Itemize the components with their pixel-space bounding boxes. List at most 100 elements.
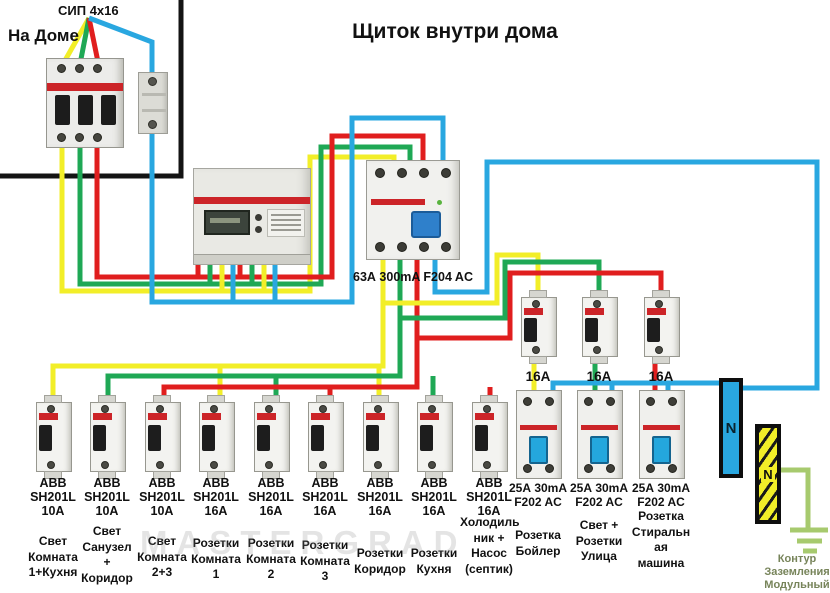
rcd-f202 — [577, 390, 623, 479]
barcode — [271, 229, 301, 231]
din-clip — [44, 471, 62, 479]
brand-stripe — [93, 413, 112, 420]
wire — [149, 115, 446, 305]
breaker-toggle — [366, 425, 379, 451]
terminal-screw — [441, 168, 451, 178]
din-clip — [153, 471, 171, 479]
brand-stripe — [39, 413, 58, 420]
circuit-breaker — [36, 395, 72, 479]
breaker-toggle — [148, 425, 161, 451]
outside-area-label: На Доме — [8, 26, 79, 45]
label-line — [271, 214, 301, 216]
brand-stripe — [202, 413, 221, 420]
meter-display — [204, 210, 250, 235]
circuit-breaker — [521, 290, 557, 364]
rcd-circuit-label: Розетка Бойлер — [515, 528, 561, 558]
breaker-toggle — [93, 425, 106, 451]
din-clip — [262, 471, 280, 479]
brand-stripe — [643, 425, 680, 430]
breaker-toggle — [202, 425, 215, 451]
sub-breaker-label: 16А — [525, 369, 551, 384]
din-clip — [207, 471, 225, 479]
rcd-toggle — [411, 211, 441, 238]
breaker-toggle — [420, 425, 433, 451]
breaker-circuit-label: Свет Санузел + Коридор — [81, 524, 133, 585]
din-clip — [480, 471, 498, 479]
terminal-screw — [483, 405, 491, 413]
terminal-screw — [47, 461, 55, 469]
terminal-screw — [319, 405, 327, 413]
terminal-screw — [655, 346, 663, 354]
terminal-screw — [375, 168, 385, 178]
brand-stripe — [371, 199, 425, 205]
din-clip — [371, 471, 389, 479]
terminal-screw — [148, 77, 157, 86]
main-rcd-label: 63А 300mA F204 AC — [353, 270, 473, 284]
din-clip — [529, 356, 547, 364]
terminal-screw — [668, 464, 677, 473]
terminal-screw — [545, 464, 554, 473]
rcd-circuit-label: Свет + Розетки Улица — [575, 518, 623, 563]
din-clip — [316, 471, 334, 479]
din-clip — [316, 395, 334, 403]
circuit-breaker — [90, 395, 126, 479]
breaker-circuit-label: Розетки Коридор — [354, 546, 406, 576]
ground-caption: Контур Заземления Модульный — [764, 553, 830, 591]
circuit-breaker — [308, 395, 344, 479]
circuit-breaker — [145, 395, 181, 479]
rcd-f202 — [516, 390, 562, 479]
terminal-screw — [148, 120, 157, 129]
brand-stripe — [420, 413, 439, 420]
circuit-breaker — [472, 395, 508, 479]
din-clip — [98, 471, 116, 479]
breaker-circuit-label: Розетки Комната 2 — [246, 536, 296, 581]
terminal-screw — [93, 64, 102, 73]
terminal-screw — [265, 461, 273, 469]
terminal-screw — [655, 300, 663, 308]
terminal-screw — [532, 300, 540, 308]
terminal-screw — [419, 168, 429, 178]
breaker-circuit-label: Розетки Комната 1 — [191, 536, 241, 581]
terminal-screw — [101, 461, 109, 469]
terminal-screw — [47, 405, 55, 413]
din-clip — [98, 395, 116, 403]
breaker-model-label: ABB SH201L 16А — [411, 476, 457, 518]
terminal-screw — [441, 242, 451, 252]
brand-stripe — [47, 83, 123, 91]
terminal-screw — [523, 397, 532, 406]
rcd-f202 — [639, 390, 685, 479]
terminal-screw — [397, 168, 407, 178]
sub-breaker-label: 16А — [648, 369, 674, 384]
brand-stripe — [524, 308, 543, 315]
breaker-toggle — [585, 318, 598, 342]
sub-breaker-label: 16А — [586, 369, 612, 384]
rcd-model-label: 25А 30mA F202 AC — [569, 481, 629, 509]
groove — [142, 93, 166, 96]
brand-stripe — [585, 308, 604, 315]
terminal-screw — [210, 405, 218, 413]
breaker-toggle — [39, 425, 52, 451]
din-clip — [529, 290, 547, 298]
breaker-toggle — [311, 425, 324, 451]
terminal-screw — [75, 133, 84, 142]
ground-bus: N — [755, 424, 781, 524]
terminal-strip — [194, 254, 310, 264]
terminal-screw — [483, 461, 491, 469]
rcd-toggle — [590, 436, 609, 464]
breaker-circuit-label: Розетки Кухня — [410, 546, 458, 576]
label-line — [271, 224, 301, 226]
terminal-screw — [593, 346, 601, 354]
breaker-model-label: ABB SH201L 16А — [248, 476, 294, 518]
terminal-screw — [606, 397, 615, 406]
terminal-screw — [584, 464, 593, 473]
wire — [383, 252, 541, 306]
circuit-breaker — [363, 395, 399, 479]
main-three-pole-breaker — [46, 58, 124, 148]
circuit-breaker — [644, 290, 680, 364]
breaker-circuit-label: Свет Комната 1+Кухня — [28, 534, 78, 579]
circuit-breaker — [582, 290, 618, 364]
groove — [142, 109, 166, 112]
breaker-toggle — [257, 425, 270, 451]
breaker-model-label: ABB SH201L 10А — [30, 476, 76, 518]
terminal-screw — [319, 461, 327, 469]
